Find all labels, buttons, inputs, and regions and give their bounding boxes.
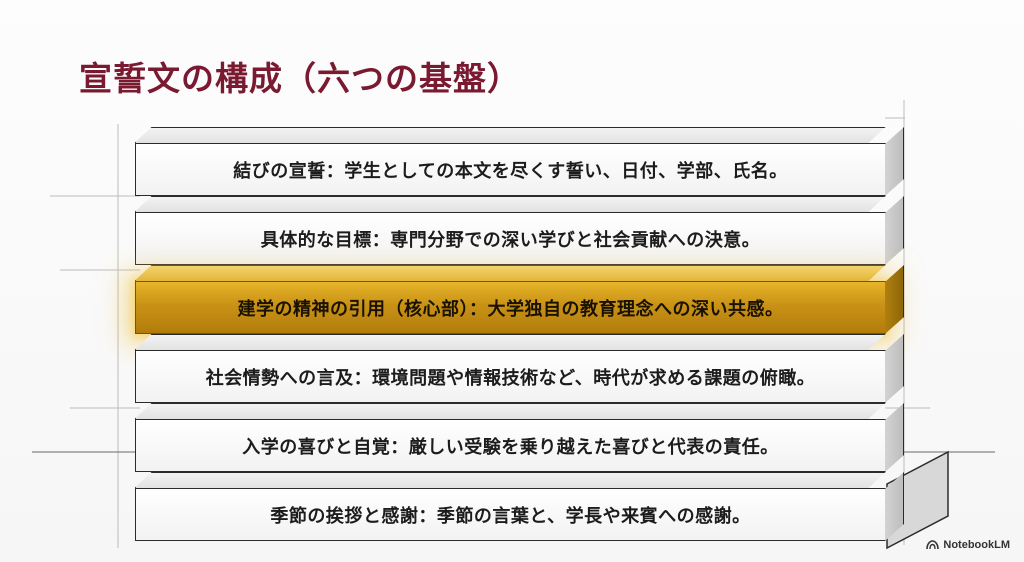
page-title: 宣誓文の構成（六つの基盤） <box>79 59 521 98</box>
block-label: 建学の精神の引用（核心部）：大学独自の教育理念への深い共感。 <box>237 298 784 320</box>
block-side-face <box>885 127 904 196</box>
block-closing-oath: 結びの宣誓：学生としての本文を尽くす誓い、日付、学部、氏名。 <box>135 143 886 196</box>
block-specific-goals: 具体的な目標：専門分野での深い学びと社会貢献への決意。 <box>135 212 886 265</box>
block-label: 社会情勢への言及：環境問題や情報技術など、時代が求める課題の俯瞰。 <box>205 367 816 389</box>
block-admission-joy: 入学の喜びと自覚：厳しい受験を乗り越えた喜びと代表の責任。 <box>135 419 886 472</box>
block-label: 結びの宣誓：学生としての本文を尽くす誓い、日付、学部、氏名。 <box>233 160 788 182</box>
block-side-face <box>885 403 904 472</box>
block-side-face <box>885 196 904 265</box>
block-label: 具体的な目標：専門分野での深い学びと社会貢献への決意。 <box>260 229 761 251</box>
notebooklm-icon <box>926 540 940 550</box>
block-top-face <box>135 196 886 212</box>
block-side-face <box>885 334 904 403</box>
block-top-face <box>135 265 886 281</box>
block-top-face <box>135 403 886 419</box>
block-label: 季節の挨拶と感謝：季節の言葉と、学長や来賓への感謝。 <box>270 505 751 527</box>
notebooklm-branding: NotebookLM <box>926 539 1010 551</box>
block-label: 入学の喜びと自覚：厳しい受験を乗り越えた喜びと代表の責任。 <box>242 436 779 458</box>
block-side-face <box>885 472 904 541</box>
block-top-face <box>135 334 886 350</box>
block-seasonal-greeting: 季節の挨拶と感謝：季節の言葉と、学長や来賓への感謝。 <box>135 488 886 541</box>
block-top-face <box>135 127 886 143</box>
block-founding-spirit-highlighted: 建学の精神の引用（核心部）：大学独自の教育理念への深い共感。 <box>135 281 886 334</box>
brand-text: NotebookLM <box>943 539 1010 551</box>
block-side-face <box>885 265 904 334</box>
block-social-situation: 社会情勢への言及：環境問題や情報技術など、時代が求める課題の俯瞰。 <box>135 350 886 403</box>
block-top-face <box>135 472 886 488</box>
